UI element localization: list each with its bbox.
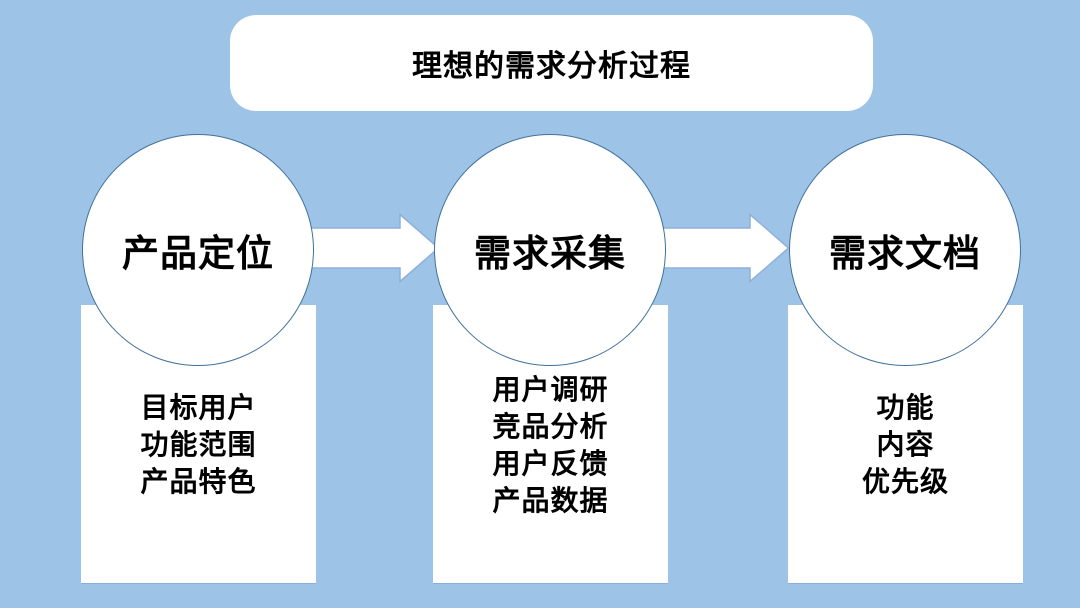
list-item: 功能 <box>876 392 935 423</box>
list-item: 优先级 <box>861 466 949 497</box>
list-item: 功能范围 <box>140 429 257 460</box>
stage-circle-product-positioning: 产品定位 <box>82 134 314 366</box>
stage-label: 需求采集 <box>474 233 626 274</box>
right-arrow-icon <box>300 213 440 283</box>
diagram-title: 理想的需求分析过程 <box>412 50 691 83</box>
stage-items-list: 功能 内容 优先级 <box>788 389 1023 500</box>
stage-items-list: 目标用户 功能范围 产品特色 <box>81 389 316 500</box>
list-item: 目标用户 <box>140 392 257 423</box>
stage-label: 产品定位 <box>122 233 274 274</box>
stage-items-list: 用户调研 竞品分析 用户反馈 产品数据 <box>433 371 668 519</box>
list-item: 产品特色 <box>140 466 257 497</box>
list-item: 竞品分析 <box>492 411 609 442</box>
right-arrow-icon <box>650 213 790 283</box>
stage-circle-requirement-collection: 需求采集 <box>434 134 666 366</box>
title-box: 理想的需求分析过程 <box>230 15 873 111</box>
list-item: 内容 <box>876 429 935 460</box>
stage-circle-requirement-document: 需求文档 <box>789 134 1021 366</box>
list-item: 用户调研 <box>492 374 609 405</box>
list-item: 用户反馈 <box>492 448 609 479</box>
stage-label: 需求文档 <box>829 233 981 274</box>
list-item: 产品数据 <box>492 485 609 516</box>
